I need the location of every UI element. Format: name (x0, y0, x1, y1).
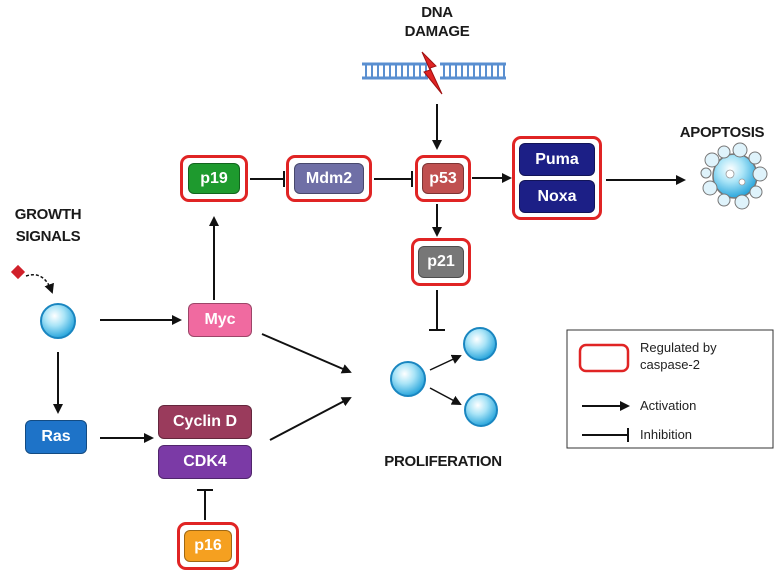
node-myc: Myc (188, 303, 252, 337)
regulated-ring-mdm2 (286, 155, 372, 202)
legend-regulated-label: Regulated by caspase-2 (640, 340, 717, 372)
node-p19: p19 (188, 163, 240, 194)
dna-damage-line2: DAMAGE (404, 23, 470, 40)
dna-icon (362, 62, 506, 80)
dna-damage-line1: DNA (421, 4, 453, 21)
cell-icon (463, 327, 497, 361)
apoptotic-cell-icon (700, 142, 768, 210)
cell-icon (390, 361, 426, 397)
node-noxa: Noxa (519, 180, 595, 213)
regulated-ring-p21 (411, 238, 471, 286)
node-p53: p53 (422, 163, 464, 194)
node-puma: Puma (519, 143, 595, 176)
inhibit-p19-mdm2 (250, 171, 285, 187)
node-cyclin-d: Cyclin D (158, 405, 252, 439)
regulated-ring-p19 (180, 155, 248, 202)
cell-icon (464, 393, 498, 427)
dna-damage-label: DNA DAMAGE (372, 3, 502, 41)
legend-activation-label: Activation (640, 398, 697, 413)
legend-inhibition-label: Inhibition (640, 427, 693, 442)
regulated-ring-puma-noxa (512, 136, 602, 220)
node-mdm2: Mdm2 (294, 163, 364, 194)
apoptosis-label: APOPTOSIS (679, 124, 765, 141)
growth-signals-line2: SIGNALS (15, 228, 81, 245)
arrow-divide-down (429, 387, 462, 405)
legend-regulated-swatch (578, 343, 630, 373)
node-p16: p16 (184, 530, 232, 562)
inhibit-mdm2-p53 (374, 171, 413, 187)
inhibit-p16-cdk4 (197, 489, 213, 520)
signal-molecule-icon (10, 264, 26, 280)
node-p21: p21 (418, 246, 464, 278)
growth-signals-label: GROWTH SIGNALS (0, 204, 96, 248)
lightning-icon (421, 51, 443, 95)
inhibit-p21-proliferation (429, 290, 445, 331)
arrow-signal-cell (25, 274, 54, 294)
proliferation-label: PROLIFERATION (384, 453, 502, 470)
arrow-cdk4-proliferation (269, 397, 352, 441)
arrow-myc-proliferation (261, 333, 352, 374)
node-ras: Ras (25, 420, 87, 454)
legend (566, 329, 774, 449)
regulated-ring-p16 (177, 522, 239, 570)
cell-icon (40, 303, 76, 339)
arrow-divide-up (429, 354, 462, 371)
growth-signals-line1: GROWTH (14, 206, 82, 223)
node-cdk4: CDK4 (158, 445, 252, 479)
regulated-ring-p53 (415, 155, 471, 202)
